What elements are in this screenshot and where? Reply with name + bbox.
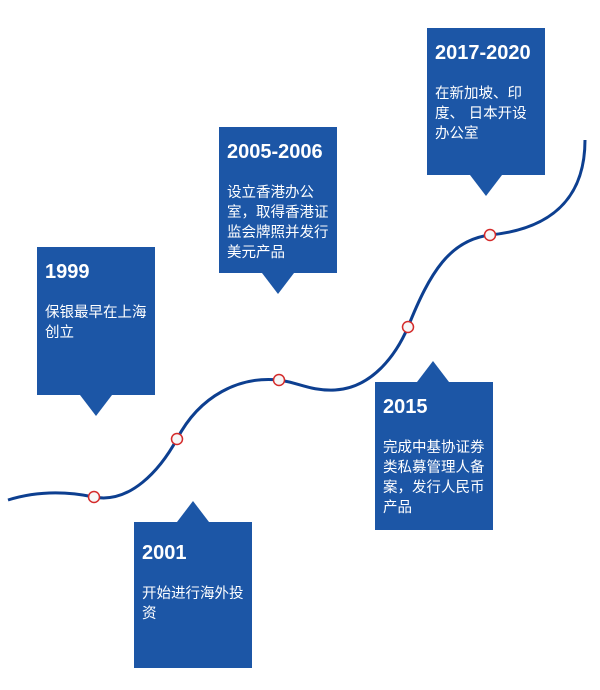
event-box-2017-2020: 2017-2020 在新加坡、印度、 日本开设办公室 bbox=[427, 28, 545, 175]
event-box-2015: 2015 完成中基协证券类私募管理人备案，发行人民币产品 bbox=[375, 382, 493, 530]
event-box-1999: 1999 保银最早在上海创立 bbox=[37, 247, 155, 395]
timeline-marker-2015 bbox=[401, 320, 415, 334]
pointer-2001 bbox=[177, 501, 209, 522]
event-box-2001: 2001 开始进行海外投资 bbox=[134, 522, 252, 668]
event-year: 2017-2020 bbox=[435, 42, 531, 64]
event-description: 开始进行海外投资 bbox=[142, 586, 244, 622]
pointer-1999 bbox=[80, 395, 112, 416]
pointer-2005-2006 bbox=[262, 273, 294, 294]
timeline-marker-2017 bbox=[483, 228, 497, 242]
event-year: 2001 bbox=[142, 542, 187, 564]
pointer-2017-2020 bbox=[470, 175, 502, 196]
timeline-marker-1999 bbox=[87, 490, 101, 504]
pointer-2015 bbox=[417, 361, 449, 382]
timeline-marker-2001 bbox=[170, 432, 184, 446]
event-box-2005-2006: 2005-2006 设立香港办公室，取得香港证监会牌照并发行美元产品 bbox=[219, 127, 337, 273]
event-description: 在新加坡、印度、 日本开设办公室 bbox=[435, 86, 527, 142]
event-description: 设立香港办公室，取得香港证监会牌照并发行美元产品 bbox=[227, 185, 329, 261]
event-year: 1999 bbox=[45, 261, 90, 283]
event-description: 保银最早在上海创立 bbox=[45, 305, 147, 341]
event-year: 2005-2006 bbox=[227, 141, 323, 163]
timeline-marker-2005 bbox=[272, 373, 286, 387]
event-description: 完成中基协证券类私募管理人备案，发行人民币产品 bbox=[383, 440, 485, 516]
event-year: 2015 bbox=[383, 396, 428, 418]
